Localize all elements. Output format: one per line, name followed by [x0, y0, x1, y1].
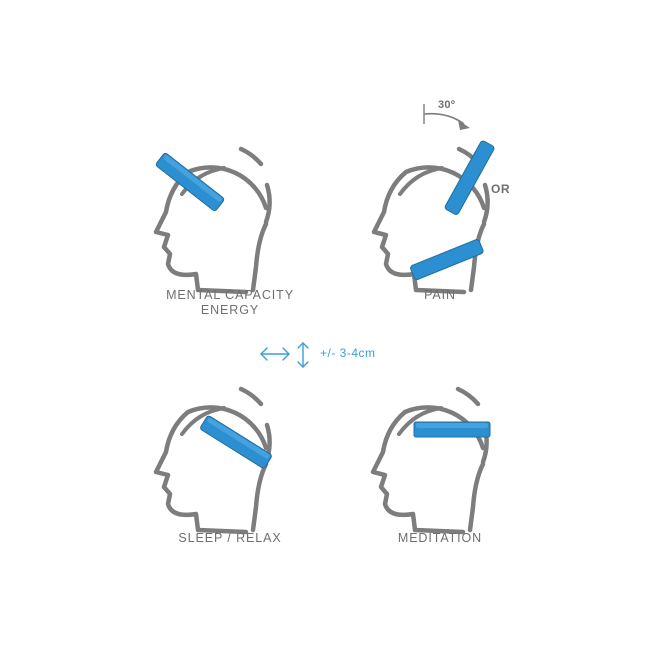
angle-arrowhead-icon [458, 120, 470, 130]
headband-strip-vertical [444, 140, 495, 215]
caption-meditation-text: MEDITATION [397, 531, 483, 545]
headband-highlight [163, 155, 222, 202]
caption-line-2: ENERGY [200, 303, 260, 317]
headband-highlight [207, 417, 270, 459]
caption-sleep-text: SLEEP / RELAX [178, 531, 282, 545]
caption-pain-text: PAIN [424, 288, 456, 302]
headband-strip [155, 153, 225, 211]
horizontal-double-arrow-icon [260, 347, 290, 361]
neckband-strip [410, 239, 484, 280]
panel-mental-capacity: MENTAL CAPACITY ENERGY [100, 130, 360, 350]
head-pain-illustration [318, 104, 495, 290]
panel-meditation: MEDITATION [310, 370, 570, 590]
angle-label: 30º [438, 99, 456, 111]
headband-highlight [416, 423, 488, 428]
head-mental-illustration [100, 130, 360, 290]
angle-arc [423, 112, 465, 125]
vertical-double-arrow-icon [297, 342, 309, 368]
head-profile-icon [373, 389, 487, 532]
caption-pain: PAIN [310, 288, 570, 303]
caption-line-1: MENTAL CAPACITY [166, 288, 294, 302]
adjustment-legend: +/- 3-4cm [258, 342, 418, 368]
head-meditation-illustration [310, 370, 491, 532]
adjustment-arrows [260, 342, 309, 368]
caption-sleep-relax: SLEEP / RELAX [100, 531, 360, 546]
or-label: OR [491, 182, 511, 196]
caption-mental-capacity: MENTAL CAPACITY ENERGY [100, 288, 360, 318]
panel-sleep-relax: SLEEP / RELAX [100, 370, 360, 590]
adjustment-text: +/- 3-4cm [320, 346, 376, 360]
headband-strip [200, 415, 272, 469]
caption-meditation: MEDITATION [310, 531, 570, 546]
head-sleep-illustration [100, 370, 272, 530]
panel-pain: 30º OR PAIN [318, 90, 578, 310]
